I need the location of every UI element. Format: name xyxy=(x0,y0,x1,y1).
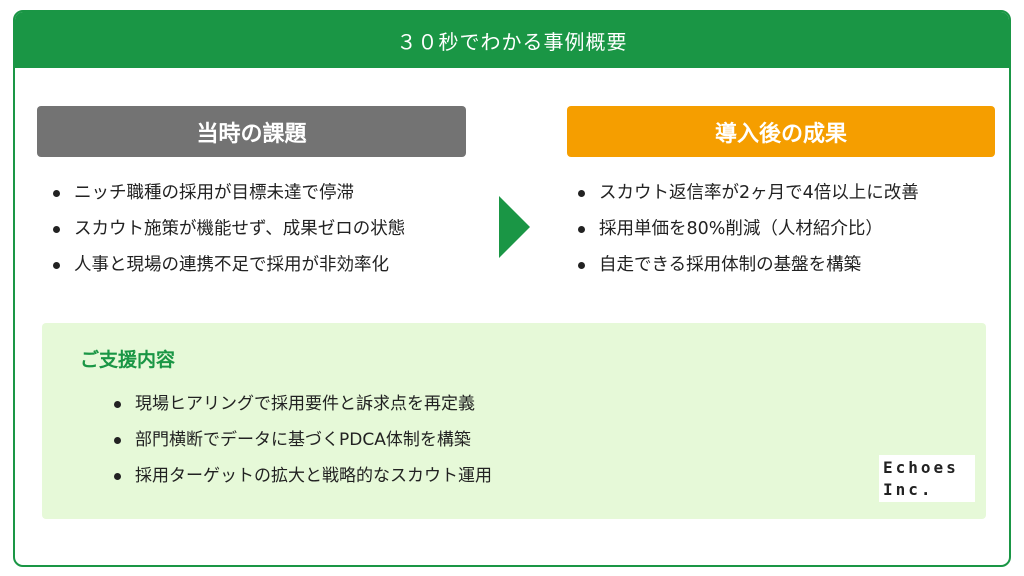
arrow-right-icon xyxy=(499,196,530,258)
bullet-icon xyxy=(578,189,585,197)
list-item: ニッチ職種の採用が目標未達で停滞 xyxy=(53,175,405,211)
bullet-icon xyxy=(578,261,585,269)
list-item: 現場ヒアリングで採用要件と訴求点を再定義 xyxy=(114,386,492,422)
after-heading: 導入後の成果 xyxy=(567,106,995,157)
list-item-text: スカウト施策が機能せず、成果ゼロの状態 xyxy=(74,219,406,239)
company-logo: Echoes Inc. xyxy=(879,455,975,502)
bullet-icon xyxy=(114,400,121,408)
case-summary-card: ３０秒でわかる事例概要 当時の課題 ニッチ職種の採用が目標未達で停滞 スカウト施… xyxy=(13,10,1011,567)
list-item-text: ニッチ職種の採用が目標未達で停滞 xyxy=(74,183,354,203)
header-title: ３０秒でわかる事例概要 xyxy=(396,29,628,54)
list-item: 人事と現場の連携不足で採用が非効率化 xyxy=(53,247,405,283)
card-header: ３０秒でわかる事例概要 xyxy=(15,12,1009,68)
bullet-icon xyxy=(114,436,121,444)
bullet-icon xyxy=(114,472,121,480)
list-item: 採用単価を80%削減（人材紹介比） xyxy=(578,211,919,247)
list-item-text: スカウト返信率が2ヶ月で4倍以上に改善 xyxy=(599,183,919,203)
list-item-text: 現場ヒアリングで採用要件と訴求点を再定義 xyxy=(135,394,475,414)
support-heading: ご支援内容 xyxy=(80,349,176,371)
list-item: スカウト施策が機能せず、成果ゼロの状態 xyxy=(53,211,405,247)
list-item-text: 人事と現場の連携不足で採用が非効率化 xyxy=(74,255,389,275)
bullet-icon xyxy=(53,225,60,233)
list-item: 採用ターゲットの拡大と戦略的なスカウト運用 xyxy=(114,458,492,494)
before-list: ニッチ職種の採用が目標未達で停滞 スカウト施策が機能せず、成果ゼロの状態 人事と… xyxy=(53,175,405,283)
list-item-text: 採用ターゲットの拡大と戦略的なスカウト運用 xyxy=(135,466,492,486)
support-section: ご支援内容 現場ヒアリングで採用要件と訴求点を再定義 部門横断でデータに基づくP… xyxy=(42,323,986,519)
logo-line-2: Inc. xyxy=(883,480,934,499)
support-list: 現場ヒアリングで採用要件と訴求点を再定義 部門横断でデータに基づくPDCA体制を… xyxy=(114,386,492,494)
list-item-text: 採用単価を80%削減（人材紹介比） xyxy=(599,219,883,239)
bullet-icon xyxy=(578,225,585,233)
list-item-text: 自走できる採用体制の基盤を構築 xyxy=(599,255,862,275)
list-item: 自走できる採用体制の基盤を構築 xyxy=(578,247,919,283)
logo-line-1: Echoes xyxy=(883,458,959,477)
list-item: スカウト返信率が2ヶ月で4倍以上に改善 xyxy=(578,175,919,211)
bullet-icon xyxy=(53,189,60,197)
after-list: スカウト返信率が2ヶ月で4倍以上に改善 採用単価を80%削減（人材紹介比） 自走… xyxy=(578,175,919,283)
before-heading: 当時の課題 xyxy=(37,106,466,157)
bullet-icon xyxy=(53,261,60,269)
list-item-text: 部門横断でデータに基づくPDCA体制を構築 xyxy=(135,430,471,450)
list-item: 部門横断でデータに基づくPDCA体制を構築 xyxy=(114,422,492,458)
